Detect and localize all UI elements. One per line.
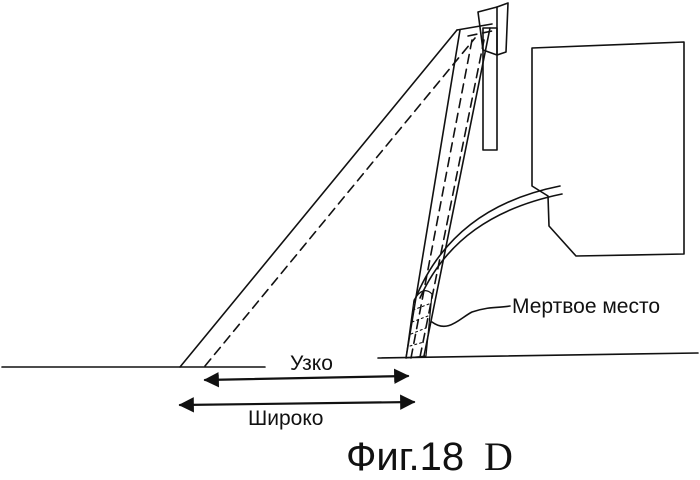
sight-line-wide-top	[457, 24, 492, 30]
figure-caption: Фиг.18	[346, 435, 464, 479]
sight-line-narrow-near	[420, 40, 484, 357]
label-blind-spot: Мертвое место	[512, 295, 660, 318]
sight-line-narrow-mid	[411, 40, 472, 358]
fender-curve-inner	[420, 194, 562, 298]
blind-spot-area	[406, 291, 432, 358]
fender-curve-outer	[414, 186, 560, 302]
mirror-head	[478, 7, 497, 55]
label-wide: Широко	[248, 407, 323, 430]
mirror-arm	[483, 28, 497, 150]
arrow-narrow	[205, 376, 408, 380]
mirror-head-side	[497, 3, 508, 55]
blind-spot-leader	[432, 306, 510, 326]
vehicle-body	[532, 42, 684, 256]
label-narrow: Узко	[290, 352, 333, 375]
sight-line-wide-left	[180, 30, 457, 367]
arrow-wide	[180, 402, 414, 405]
figure-caption-letter: D	[484, 434, 513, 479]
sight-line-narrow-far	[205, 38, 475, 366]
